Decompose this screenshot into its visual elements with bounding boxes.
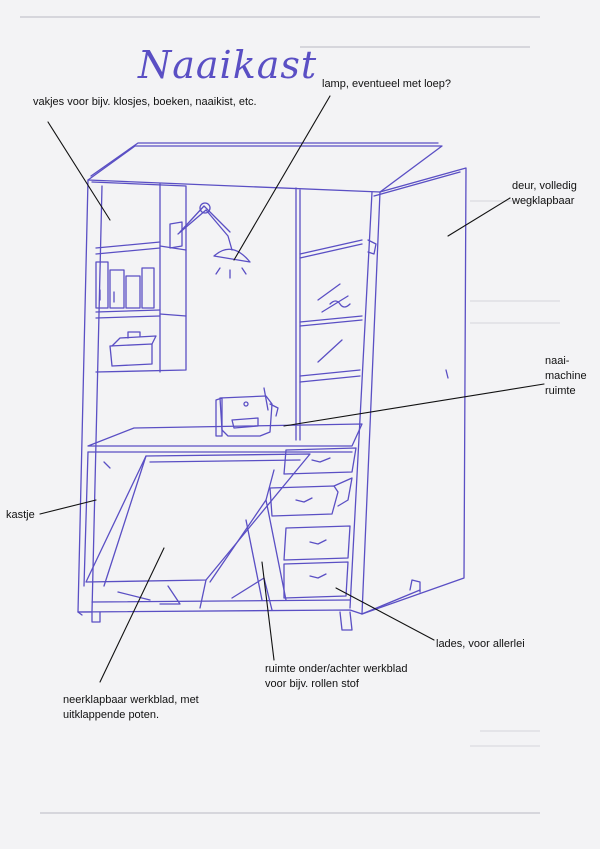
pointer-machine — [283, 383, 545, 427]
label-door-line-1: deur, volledig — [512, 180, 577, 192]
kastje-knob — [103, 461, 111, 469]
bleed-through-line — [470, 300, 560, 302]
sewing-machine — [219, 395, 273, 437]
work-surface — [87, 423, 363, 447]
label-lamp: lamp, eventueel met loep? — [322, 78, 452, 90]
pointer-door — [447, 197, 511, 237]
label-storage-line-2: voor bijv. rollen stof — [265, 678, 359, 690]
kastje-door — [103, 455, 147, 587]
pointer-drawers — [335, 587, 435, 641]
shelf-board — [95, 241, 161, 249]
label-storage-line-1: ruimte onder/achter werkblad — [265, 663, 408, 675]
binder — [125, 275, 141, 309]
pointer-shelves — [47, 121, 111, 221]
cabinet-drawing — [77, 142, 467, 631]
drawer — [283, 561, 349, 599]
bleed-through-line — [40, 812, 540, 814]
cabinet-leg — [91, 611, 101, 623]
label-worktop-line-1: neerklapbaar werkblad, met — [63, 694, 199, 706]
cabinet-left-side — [77, 179, 103, 613]
worktop-leg — [159, 585, 181, 605]
sewing-box — [109, 343, 153, 367]
pointer-lamp — [233, 95, 331, 261]
bleed-through-line — [470, 745, 540, 747]
shelf-board — [299, 315, 363, 323]
bleed-through-line — [20, 16, 540, 18]
shelf-unit — [91, 181, 187, 373]
bleed-through-line — [470, 322, 560, 324]
fold-down-worktop — [85, 453, 311, 583]
cabinet-leg — [339, 611, 353, 631]
label-cabinet: kastje — [6, 509, 35, 521]
label-machine-line-3: ruimte — [545, 385, 576, 397]
label-pointers — [39, 95, 545, 683]
label-door-line-2: wegklapbaar — [512, 195, 575, 207]
pointer-storage — [261, 561, 275, 661]
cabinet-top — [87, 145, 443, 193]
pointer-cabinet — [39, 499, 97, 515]
cabinet-door — [361, 167, 467, 615]
label-machine-line-1: naai- — [545, 355, 570, 367]
lamp-shade — [213, 248, 251, 263]
label-shelves: vakjes voor bijv. klosjes, boeken, naaik… — [33, 96, 257, 108]
shelf-board — [299, 239, 363, 255]
binder — [95, 261, 109, 309]
door-hinge — [367, 239, 377, 255]
binder — [141, 267, 155, 309]
label-drawers: lades, voor allerlei — [436, 638, 525, 650]
pointer-worktop — [99, 547, 165, 683]
cabinet-leg — [409, 579, 421, 593]
bleed-through-line — [300, 46, 530, 48]
door-handle — [445, 369, 449, 379]
cabinet-bottom — [77, 589, 421, 615]
lamp-arm — [177, 209, 233, 251]
bleed-through-line — [470, 200, 570, 202]
drawer — [283, 525, 351, 561]
lamp-base — [169, 221, 183, 249]
drawer-open — [269, 485, 339, 517]
bleed-through-line — [480, 730, 540, 732]
shelf-board — [299, 369, 361, 377]
label-machine-line-2: machine — [545, 370, 587, 382]
shelf-board — [95, 309, 161, 313]
label-worktop-line-2: uitklappende poten. — [63, 709, 160, 721]
drawer — [283, 447, 357, 475]
sketch-title: Naaikast — [137, 43, 317, 87]
binder — [109, 269, 125, 309]
